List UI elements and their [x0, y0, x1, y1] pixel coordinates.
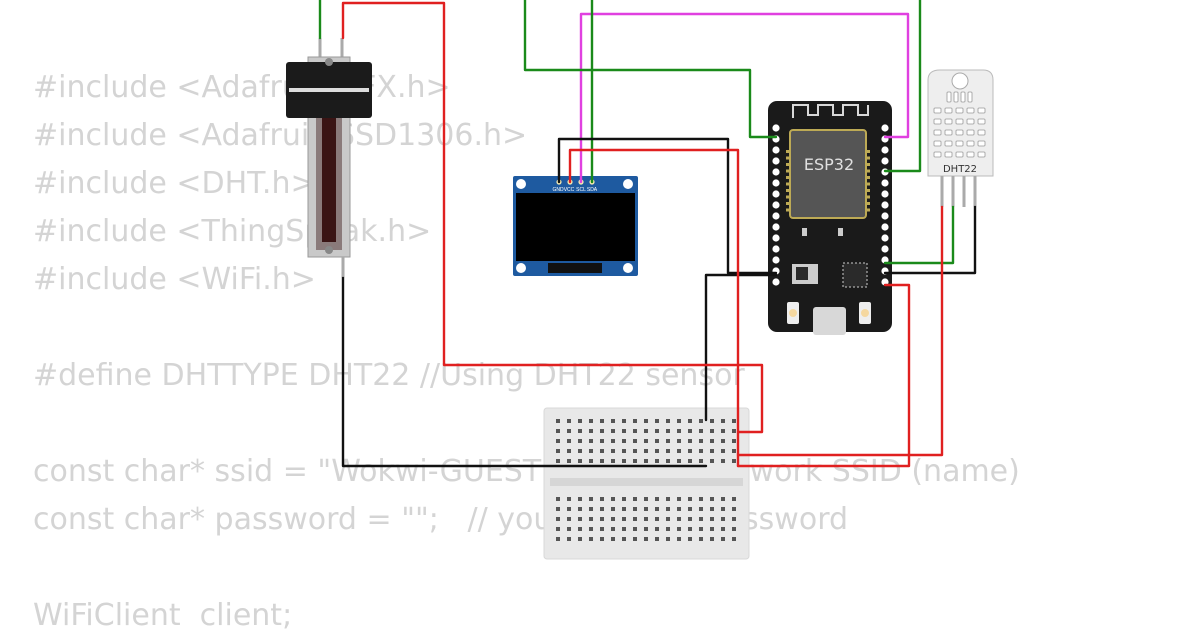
esp32-module-pins: [786, 150, 870, 212]
esp32-board[interactable]: ESP32: [768, 101, 892, 335]
dht22-sensor[interactable]: DHT22: [927, 69, 994, 207]
oled-pin-gnd: GND: [552, 187, 564, 193]
wire-vcc-dht-red: [736, 205, 944, 457]
code-line: #include <Adafruit_SSD1306.h>: [33, 118, 528, 153]
wire-vcc-pot-red: [341, 1, 764, 434]
wire-gnd-breadboard-black: [704, 273, 778, 422]
wire-gnd-pot-black: [341, 276, 708, 468]
wires: [318, 0, 977, 468]
dht22-grille: [933, 91, 986, 158]
wire-gnd-oled-black: [557, 137, 778, 275]
code-line: #include <ThingSpeak.h>: [33, 214, 432, 249]
oled-pin-vcc: VCC: [564, 187, 575, 193]
dht22-label: DHT22: [943, 164, 977, 175]
oled-display[interactable]: GND VCC SCL SDA: [513, 176, 638, 276]
wire-green-esp-left: [523, 0, 778, 139]
code-line: #include <WiFi.h>: [33, 262, 316, 297]
usb-port: [813, 307, 846, 335]
esp32-label: ESP32: [804, 155, 854, 174]
wire-gnd-dht-black: [883, 205, 977, 275]
code-line: WiFiClient client;: [33, 598, 293, 633]
esp32-right-pin-header: [881, 124, 889, 286]
wire-vcc-oled-red: [568, 148, 740, 468]
esp32-left-pin-header: [772, 124, 780, 286]
oled-pin-scl: SCL: [576, 187, 586, 193]
breadboard[interactable]: [543, 407, 750, 560]
slide-potentiometer[interactable]: [286, 38, 372, 278]
breadboard-holes-top: [556, 419, 736, 463]
wire-green-dht-data: [883, 205, 955, 265]
wire-green-dht-top: [883, 0, 922, 173]
wire-vcc-esp-red: [736, 283, 911, 468]
code-line: #include <DHT.h>: [33, 166, 316, 201]
oled-pin-sda: SDA: [587, 187, 598, 193]
breadboard-holes-bottom: [556, 497, 736, 541]
